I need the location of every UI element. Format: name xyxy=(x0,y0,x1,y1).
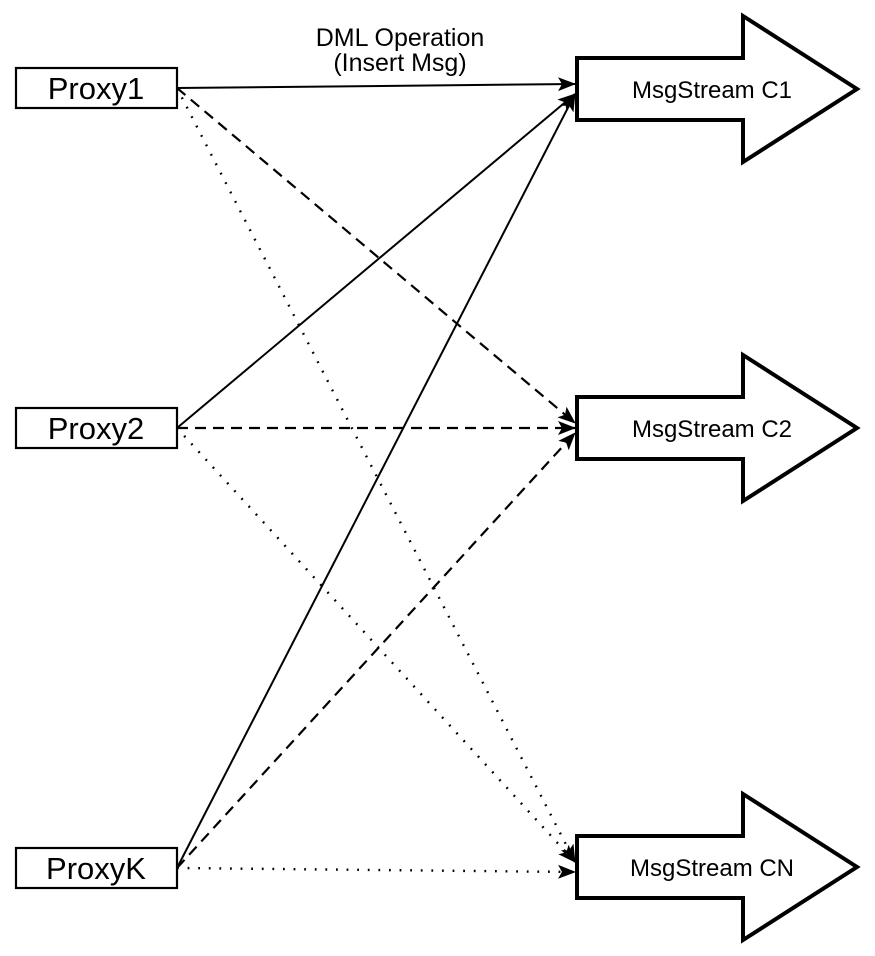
proxy-node-proxyk: ProxyK xyxy=(14,846,179,890)
edge-proxy1-c1 xyxy=(176,77,576,92)
diagram-title-line-1: DML Operation xyxy=(316,24,485,52)
stream-node-cn: MsgStream CN xyxy=(575,790,861,944)
stream-node-c2: MsgStream C2 xyxy=(575,351,861,505)
stream-cn-label: MsgStream CN xyxy=(630,855,794,882)
stream-c2-arrow-shape xyxy=(575,351,861,505)
proxyk-box xyxy=(14,846,179,890)
edge-proxyk-c1 xyxy=(176,93,576,869)
proxyk-label: ProxyK xyxy=(46,851,146,886)
stream-cn-arrow-shape xyxy=(575,790,861,944)
proxy-node-proxy1: Proxy1 xyxy=(14,66,179,110)
edge-proxy1-cn xyxy=(175,87,577,863)
edge-proxyk-c2 xyxy=(176,432,576,869)
proxy1-label: Proxy1 xyxy=(48,71,144,106)
stream-c2-label: MsgStream C2 xyxy=(632,416,792,443)
edge-proxy1-c2 xyxy=(176,87,576,424)
stream-c1-label: MsgStream C1 xyxy=(632,77,792,104)
proxy1-box xyxy=(14,66,179,110)
stream-node-c1: MsgStream C1 xyxy=(575,12,861,166)
proxy-node-proxy2: Proxy2 xyxy=(14,406,179,450)
edge-proxyk-cn xyxy=(176,864,576,879)
edge-proxy2-c1 xyxy=(176,93,576,429)
edges-layer xyxy=(175,77,577,879)
edge-proxy2-cn xyxy=(176,427,576,863)
diagram-title-line-2: (Insert Msg) xyxy=(333,49,466,77)
stream-c1-arrow-shape xyxy=(575,12,861,166)
proxy2-box xyxy=(14,406,179,450)
proxy2-label: Proxy2 xyxy=(48,411,144,446)
